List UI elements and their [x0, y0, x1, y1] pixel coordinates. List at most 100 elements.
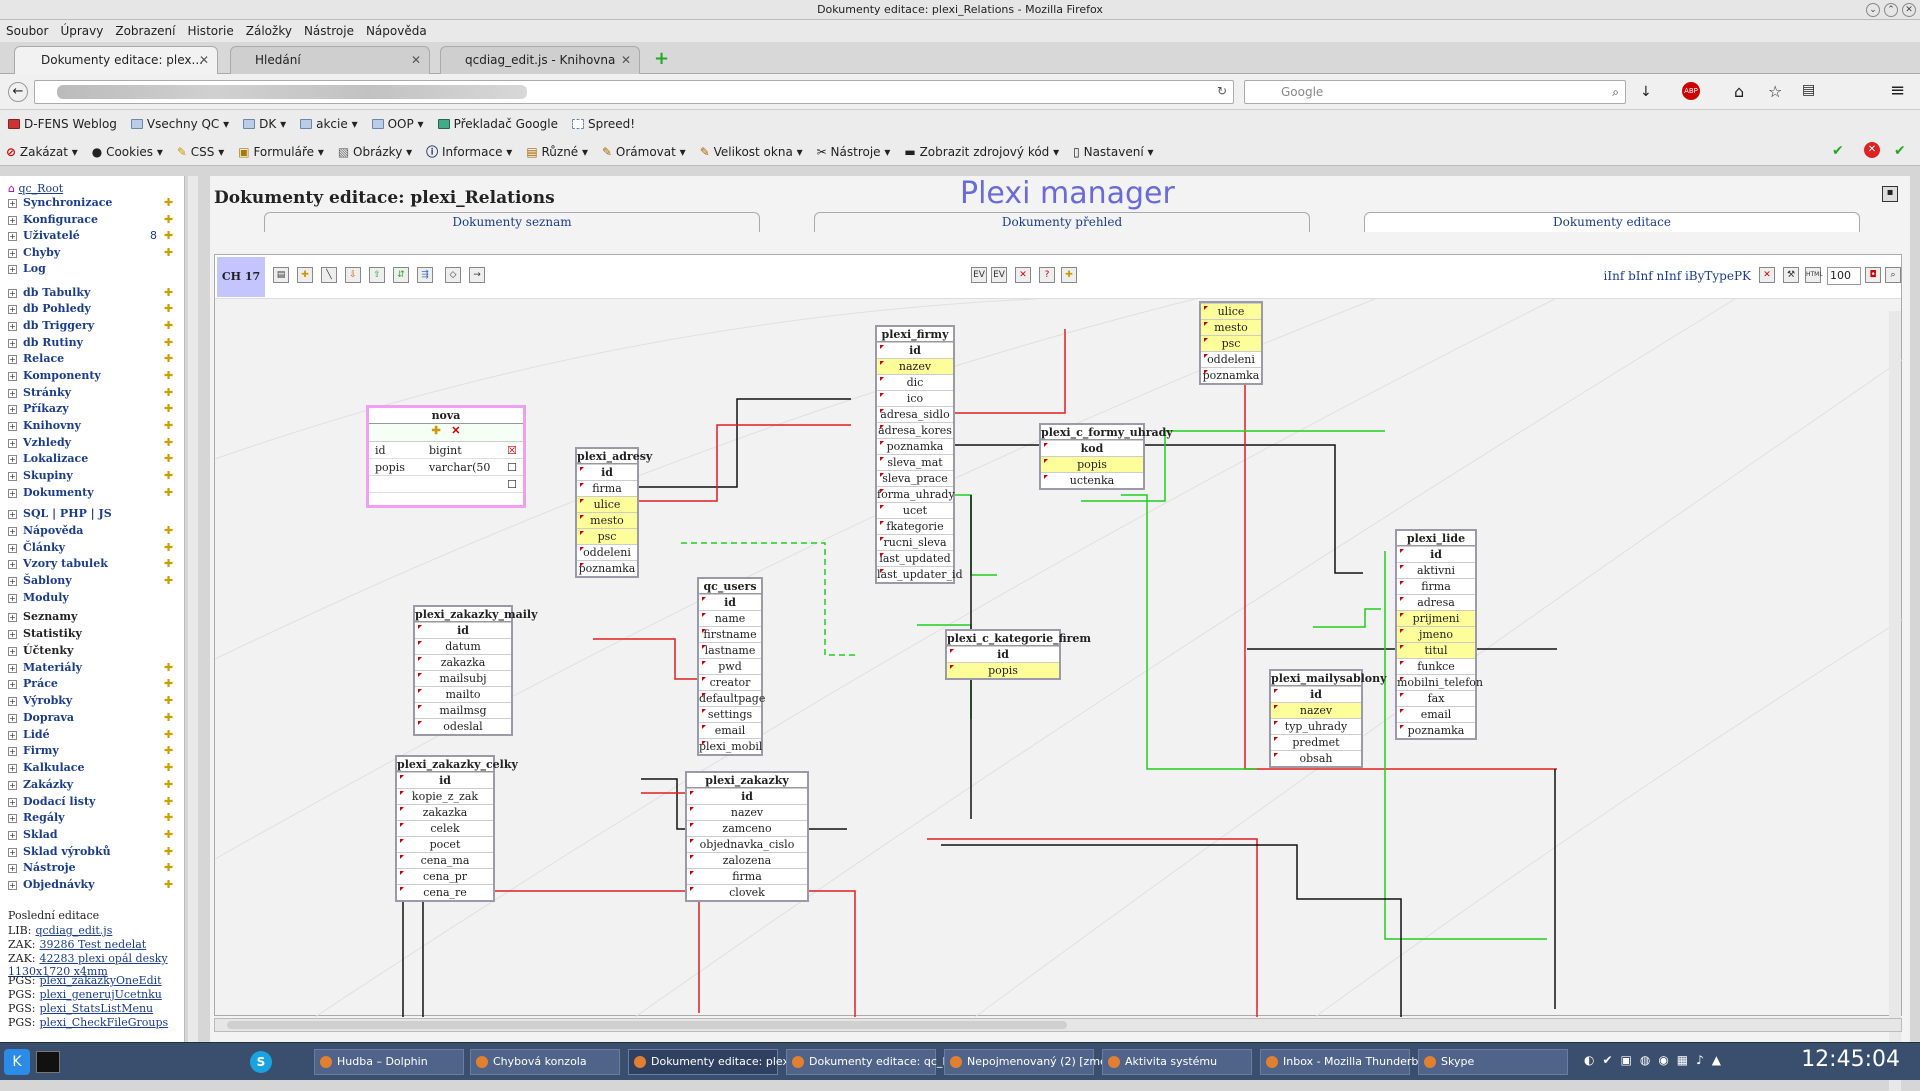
table-field[interactable]: cena_re [397, 884, 493, 900]
sidebar-item-27[interactable]: +Materiály✚ [8, 660, 173, 676]
download-icon[interactable]: ↓ [1640, 84, 1652, 100]
table-field[interactable]: mesto [577, 512, 637, 528]
expand-icon[interactable]: + [8, 577, 17, 586]
expand-icon[interactable]: + [8, 372, 17, 381]
tab-close-icon[interactable]: ✕ [410, 53, 421, 67]
new-tab-icon[interactable]: + [654, 48, 670, 69]
menu-view[interactable]: Zobrazení [115, 24, 176, 38]
canvas-vscroll[interactable] [1889, 311, 1901, 1091]
scroll-thumb[interactable] [227, 1021, 1067, 1029]
sidebar-item-22[interactable]: +Šablony✚ [8, 573, 173, 589]
table-field[interactable]: creator [699, 674, 761, 690]
table-field[interactable]: titul [1397, 642, 1475, 658]
sidebar-item-37[interactable]: +Sklad✚ [8, 827, 173, 843]
add-icon[interactable]: ✚ [164, 524, 174, 537]
delete-icon[interactable]: ✕ [1015, 267, 1031, 283]
fit-icon[interactable]: ◘ [1865, 267, 1881, 283]
add-icon[interactable]: ✚ [164, 386, 174, 399]
table-field[interactable]: id [1397, 546, 1475, 562]
sidebar-item-35[interactable]: +Dodací listy✚ [8, 794, 173, 810]
add-icon[interactable]: ✚ [164, 336, 174, 349]
table-field[interactable]: last_updated [877, 550, 953, 566]
recent-item[interactable]: LIB:qcdiag_edit.js [8, 924, 178, 937]
sidebar-item-40[interactable]: +Objednávky✚ [8, 877, 173, 893]
wd-settings[interactable]: ▯ Nastavení ▾ [1073, 144, 1154, 159]
skype-launcher-icon[interactable]: S [250, 1051, 272, 1073]
table-field[interactable]: sleva_prace [877, 470, 953, 486]
recent-link[interactable]: plexi_zakazkyOneEdit [39, 974, 162, 987]
table-field[interactable]: ulice [577, 496, 637, 512]
sidebar-item-38[interactable]: +Sklad výrobků✚ [8, 844, 173, 860]
table-field[interactable]: obsah [1271, 750, 1361, 766]
expand-icon[interactable]: + [8, 439, 17, 448]
table-field[interactable]: id [1271, 686, 1361, 702]
expand-icon[interactable]: + [8, 747, 17, 756]
expand-icon[interactable]: + [8, 249, 17, 258]
sidebar-item-24[interactable]: +Seznamy [8, 609, 77, 625]
table-field[interactable]: id [415, 622, 511, 638]
ev-check-icon[interactable]: EV [991, 267, 1007, 283]
add-icon[interactable]: ✚ [164, 795, 174, 808]
sidebar-item-16[interactable]: +Skupiny✚ [8, 468, 173, 484]
table-field[interactable]: mailto [415, 686, 511, 702]
add-field-icon[interactable]: ✚ [431, 424, 441, 437]
sidebar-item-19[interactable]: +Nápověda✚ [8, 523, 173, 539]
expand-icon[interactable]: + [8, 848, 17, 857]
expand-icon[interactable]: + [8, 405, 17, 414]
import-icon[interactable]: ⇩ [345, 267, 361, 283]
diamond-icon[interactable]: ◇ [445, 267, 461, 283]
sidebar-item-11[interactable]: +Stránky✚ [8, 385, 173, 401]
tab-close-icon[interactable]: ✕ [620, 53, 631, 67]
expand-icon[interactable]: + [8, 647, 17, 656]
wd-source[interactable]: ▬ Zobrazit zdrojový kód ▾ [904, 144, 1060, 159]
sidebar-scrollbar[interactable] [188, 176, 198, 1042]
sidebar-root[interactable]: ⌂ qc_Root [8, 181, 63, 197]
sidebar-item-29[interactable]: +Výrobky✚ [8, 693, 173, 709]
bookmark-vsechny-qc[interactable]: Vsechny QC ▾ [130, 117, 229, 131]
wd-disable[interactable]: ⊘ Zakázat ▾ [6, 144, 78, 159]
add-icon[interactable]: ✚ [164, 711, 174, 724]
sidebar-item-7[interactable]: +db Triggery✚ [8, 318, 173, 334]
table-field[interactable]: mesto [1201, 319, 1261, 335]
expand-icon[interactable]: + [8, 199, 17, 208]
table-icon[interactable]: ▤ [273, 267, 289, 283]
table-field[interactable]: lastname [699, 642, 761, 658]
table-field[interactable]: uctenka [1041, 472, 1143, 488]
table-field[interactable]: nazev [687, 804, 807, 820]
help-icon[interactable]: ? [1039, 267, 1055, 283]
export-icon[interactable]: ⇧ [369, 267, 385, 283]
add-icon[interactable]: ✚ [164, 694, 174, 707]
table-field[interactable]: poznamka [877, 438, 953, 454]
tab-dokumenty-prehled[interactable]: Dokumenty přehled [814, 212, 1310, 232]
sidebar-item-25[interactable]: +Statistiky [8, 626, 82, 642]
valid-check-icon-2[interactable]: ✔ [1894, 143, 1906, 159]
table-field[interactable]: kod [1041, 440, 1143, 456]
expand-icon[interactable]: + [8, 339, 17, 348]
sidebar-item-31[interactable]: +Lidé✚ [8, 727, 173, 743]
task-system-activity[interactable]: Aktivita systému [1102, 1049, 1252, 1075]
pk-checkbox-icon[interactable]: ☒ [507, 444, 517, 457]
task-dolphin[interactable]: Hudba – Dolphin [314, 1049, 464, 1075]
wd-forms[interactable]: ▣ Formuláře ▾ [238, 144, 324, 159]
sidebar-item-18[interactable]: +SQL | PHP | JS [8, 506, 112, 522]
search-input[interactable]: Google⌕ [1244, 80, 1626, 104]
add-icon[interactable]: ✚ [164, 436, 174, 449]
recent-item[interactable]: ZAK:42283 plexi opál desky 1130x1720 x4m… [8, 952, 178, 978]
sidebar-item-32[interactable]: +Firmy✚ [8, 743, 173, 759]
sidebar-item-34[interactable]: +Zakázky✚ [8, 777, 173, 793]
tab-close-icon[interactable]: ✕ [198, 53, 209, 67]
sidebar-item-14[interactable]: +Vzhledy✚ [8, 435, 173, 451]
expand-icon[interactable]: + [8, 697, 17, 706]
wd-images[interactable]: ▧ Obrázky ▾ [337, 144, 413, 159]
add-icon[interactable]: ✚ [164, 744, 174, 757]
expand-icon[interactable]: + [8, 544, 17, 553]
expand-icon[interactable]: + [8, 232, 17, 241]
table-field[interactable]: dic [877, 374, 953, 390]
system-tray[interactable]: ◐✔▣◍◉▦♪▲ [1584, 1053, 1730, 1067]
